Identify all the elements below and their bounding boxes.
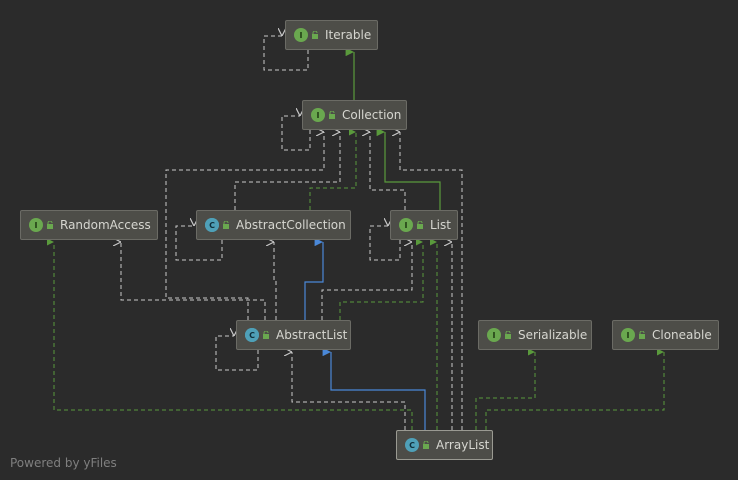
interface-icon: I — [399, 218, 413, 232]
node-list[interactable]: I List — [390, 210, 458, 240]
node-abstract-list[interactable]: C AbstractList — [236, 320, 351, 350]
public-lock-icon — [329, 111, 335, 119]
class-icon: C — [405, 438, 419, 452]
abstract-class-icon: C — [245, 328, 259, 342]
edge-abstractlist-extends-abstractcollection — [304, 237, 324, 320]
public-lock-icon — [263, 331, 269, 339]
edge-arraylist-uses-abstractlist — [292, 352, 406, 430]
node-label: AbstractCollection — [236, 218, 346, 232]
edge-abstractlist-uses-abstractcollection — [274, 242, 277, 320]
node-label: List — [430, 218, 451, 232]
edge-arraylist-implements-serializable — [475, 348, 536, 430]
node-random-access[interactable]: I RandomAccess — [20, 210, 158, 240]
edge-abstractlist-implements-list — [339, 238, 424, 320]
edge-collection-self-loop — [281, 116, 311, 151]
node-label: AbstractList — [276, 328, 348, 342]
public-lock-icon — [417, 221, 423, 229]
public-lock-icon — [312, 31, 318, 39]
node-label: Serializable — [518, 328, 588, 342]
edge-arraylist-implements-randomaccess — [47, 238, 413, 430]
node-serializable[interactable]: I Serializable — [478, 320, 592, 350]
edge-abstractcollection-uses-collection — [234, 132, 341, 210]
public-lock-icon — [223, 221, 229, 229]
public-lock-icon — [423, 441, 429, 449]
interface-icon: I — [487, 328, 501, 342]
node-label: RandomAccess — [60, 218, 151, 232]
interface-icon: I — [311, 108, 325, 122]
edge-list-self-loop — [369, 226, 401, 261]
public-lock-icon — [639, 331, 645, 339]
edge-abstractlist-self-loop — [215, 336, 259, 371]
node-cloneable[interactable]: I Cloneable — [612, 320, 719, 350]
node-abstract-collection[interactable]: C AbstractCollection — [196, 210, 351, 240]
edge-abstractcollection-implements-collection — [309, 128, 357, 210]
node-label: Iterable — [325, 28, 372, 42]
edge-abstractcollection-self-loop — [175, 226, 223, 261]
edge-arraylist-extends-abstractlist — [322, 347, 426, 430]
public-lock-icon — [47, 221, 53, 229]
edge-arraylist-implements-cloneable — [485, 348, 665, 430]
node-iterable[interactable]: I Iterable — [285, 20, 378, 50]
edge-iterable-self-loop — [263, 36, 309, 71]
public-lock-icon — [505, 331, 511, 339]
node-label: Cloneable — [652, 328, 712, 342]
edge-abstractlist-uses-collection — [165, 132, 325, 320]
node-label: Collection — [342, 108, 402, 122]
abstract-class-icon: C — [205, 218, 219, 232]
node-collection[interactable]: I Collection — [302, 100, 407, 130]
edge-abstractlist-uses-list — [321, 242, 413, 320]
interface-icon: I — [29, 218, 43, 232]
interface-icon: I — [621, 328, 635, 342]
edge-list-extends-collection — [376, 127, 441, 210]
node-array-list[interactable]: C ArrayList — [396, 430, 493, 460]
edge-list-uses-collection — [370, 132, 406, 210]
powered-by-footer: Powered by yFiles — [10, 456, 117, 470]
edge-arraylist-uses-collection — [400, 132, 463, 430]
edge-abstractlist-uses-randomaccess — [121, 242, 266, 320]
interface-icon: I — [294, 28, 308, 42]
node-label: ArrayList — [436, 438, 490, 452]
